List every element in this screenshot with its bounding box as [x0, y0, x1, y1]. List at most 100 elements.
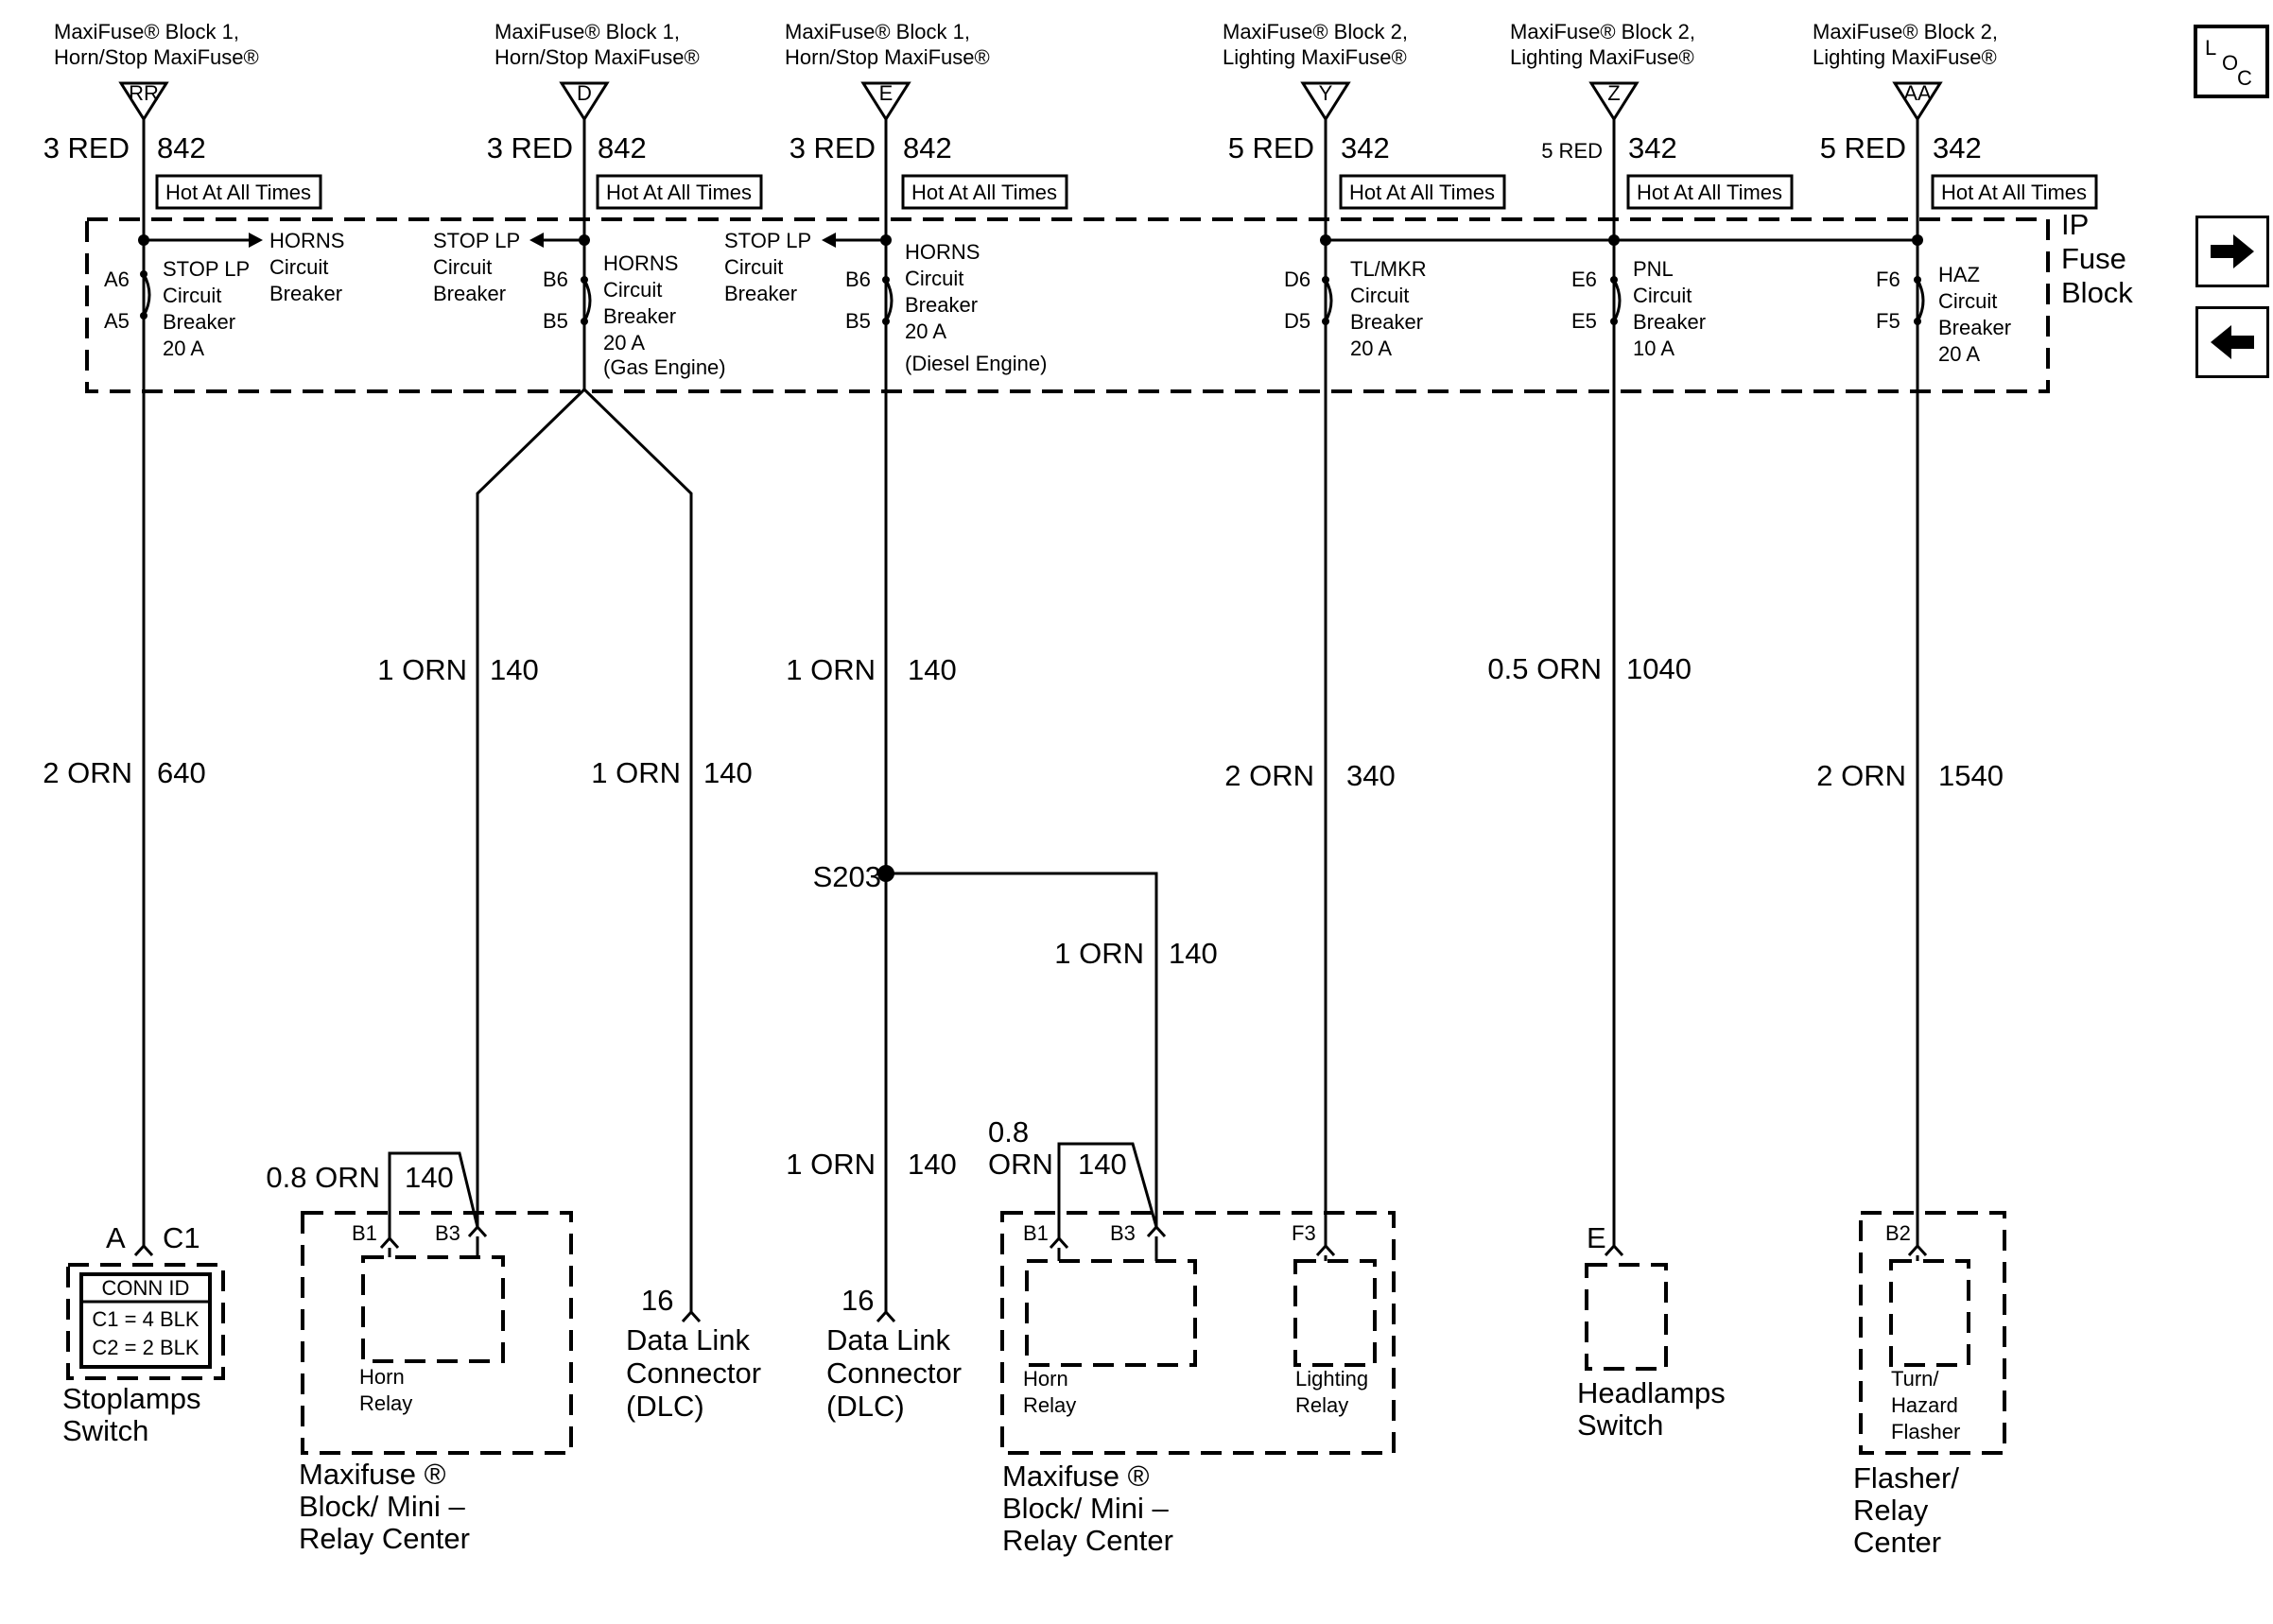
- horn-relay-outline: [1025, 1259, 1197, 1367]
- loc-box[interactable]: [2194, 25, 2269, 98]
- wire-d-branch-right: [582, 388, 693, 1312]
- connector-pin: [1907, 1243, 1928, 1257]
- wire-circuit: 842: [598, 131, 647, 164]
- wire-circuit: 140: [490, 653, 539, 686]
- arrow-left-icon: [2211, 325, 2254, 359]
- conn-id-row: C2 = 2 BLK: [92, 1336, 199, 1359]
- hot-at-all-times-label: Hot At All Times: [1941, 181, 2087, 204]
- circuit-breaker-symbol: [884, 279, 894, 322]
- pin-dot: [581, 318, 588, 325]
- cb-label: HAZ: [1938, 263, 1980, 286]
- arrow-right-icon: [2211, 234, 2254, 268]
- ref-label: STOP LP: [724, 229, 811, 252]
- cb-label: 10 A: [1633, 337, 1674, 360]
- connector-label: C1: [163, 1221, 200, 1254]
- terminal-label: Z: [1607, 81, 1620, 105]
- terminal-triangle: [860, 81, 911, 122]
- wire-gauge: 1 ORN: [786, 1148, 876, 1181]
- connector-pin: [681, 1309, 702, 1323]
- wire-circuit: 640: [157, 756, 206, 789]
- source-y: MaxiFuse® Block 2, Lighting MaxiFuse® Y …: [1223, 20, 1506, 210]
- pin-label: B5: [845, 309, 871, 333]
- fuse-block-outline: [85, 217, 2050, 393]
- wire-gauge: 0.8 ORN: [266, 1161, 380, 1194]
- pin-dot: [140, 270, 147, 278]
- connector-pin: [1049, 1235, 1069, 1250]
- relay-label: Lighting: [1295, 1367, 1368, 1391]
- pin-dot: [581, 276, 588, 284]
- source-d: MaxiFuse® Block 1, Horn/Stop MaxiFuse® D…: [487, 20, 763, 210]
- cb-label: Breaker: [603, 304, 676, 328]
- wire-gauge: 5 RED: [1228, 131, 1314, 164]
- wire-gauge: 5 RED: [1541, 139, 1603, 163]
- hot-at-all-times-label: Hot At All Times: [606, 181, 752, 204]
- wire-circuit: 842: [157, 131, 206, 164]
- cb-label: Circuit: [603, 278, 662, 302]
- cb-label: Circuit: [1938, 289, 1997, 313]
- stoplamps-switch: A C1 CONN ID C1 = 4 BLK C2 = 2 BLK Stopl…: [62, 1221, 225, 1447]
- wire-gauge: 3 RED: [789, 131, 876, 164]
- cb-label: (Gas Engine): [603, 355, 726, 379]
- arrow-to-stop-icon: [822, 233, 836, 248]
- wire-gauge: 5 RED: [1820, 131, 1906, 164]
- source-title: MaxiFuse® Block 2,: [1510, 20, 1695, 43]
- pin-label: E5: [1571, 309, 1597, 333]
- component-name: Relay Center: [1002, 1524, 1173, 1557]
- flasher-relay-center: B2 Turn/ Hazard Flasher Flasher/ Relay C…: [1853, 1211, 2006, 1559]
- component-name: Flasher/: [1853, 1461, 1959, 1494]
- cb-label: (Diesel Engine): [905, 352, 1047, 375]
- source-e: MaxiFuse® Block 1, Horn/Stop MaxiFuse® E…: [785, 20, 1068, 210]
- conn-id-row: C1 = 4 BLK: [92, 1307, 199, 1331]
- hot-at-all-times-label: Hot At All Times: [165, 181, 311, 204]
- fuse-block-label-1: IP: [2061, 208, 2089, 241]
- wire-circuit: 140: [703, 756, 753, 789]
- connector-pin: [133, 1243, 154, 1257]
- circuit-breaker-symbol: [1324, 279, 1333, 322]
- component-name: Block/ Mini –: [299, 1490, 465, 1523]
- flasher-label: Flasher: [1891, 1420, 1960, 1443]
- pin-label: F3: [1292, 1221, 1316, 1245]
- cb-label: Circuit: [163, 284, 221, 307]
- component-name: Switch: [62, 1414, 148, 1447]
- previous-page-button[interactable]: [2195, 306, 2269, 378]
- component-outline: [301, 1211, 573, 1455]
- conn-id-title: CONN ID: [102, 1276, 190, 1300]
- relay-center-1: B1 B3 Horn Relay Maxifuse ® Block/ Mini …: [299, 1211, 573, 1555]
- data-link-connector-1: 16 Data Link Connector (DLC): [626, 1284, 761, 1423]
- pin-dot: [882, 276, 890, 284]
- ref-label: Breaker: [724, 282, 797, 305]
- pin-dot: [1322, 276, 1329, 284]
- hot-at-all-times-box: [901, 174, 1068, 210]
- relay-label: Horn: [359, 1365, 405, 1389]
- pin-dot: [1610, 276, 1618, 284]
- flasher-label: Turn/: [1891, 1367, 1939, 1391]
- pin-dot: [1914, 276, 1921, 284]
- loc-button[interactable]: L O C: [2194, 25, 2269, 98]
- source-title: MaxiFuse® Block 1,: [785, 20, 970, 43]
- source-z: MaxiFuse® Block 2, Lighting MaxiFuse® 5 …: [1510, 20, 1794, 210]
- junction-dot: [880, 234, 892, 246]
- wire-gauge: 1 ORN: [1054, 937, 1144, 970]
- component-name: (DLC): [826, 1390, 905, 1423]
- source-title: MaxiFuse® Block 2,: [1223, 20, 1408, 43]
- pin-label: B6: [845, 268, 871, 291]
- cb-label: Circuit: [1633, 284, 1692, 307]
- terminal-label: RR: [129, 81, 159, 105]
- component-name: Switch: [1577, 1408, 1663, 1442]
- terminal-label: E: [879, 81, 894, 105]
- cb-label: Circuit: [1350, 284, 1409, 307]
- hot-at-all-times-box: [1931, 174, 2098, 210]
- pin-label: A6: [104, 268, 130, 291]
- ip-fuse-block: IP Fuse Block HORNS Circuit Breaker A6 A…: [85, 119, 2133, 1312]
- ref-label: HORNS: [269, 229, 344, 252]
- data-link-connector-2: 16 Data Link Connector (DLC): [826, 1284, 962, 1423]
- wire-gauge: 0.5 ORN: [1487, 652, 1602, 685]
- terminal-label: Y: [1319, 81, 1333, 105]
- cb-label: PNL: [1633, 257, 1674, 281]
- wire-circuit: 1040: [1626, 652, 1692, 685]
- source-subtitle: Lighting MaxiFuse®: [1510, 45, 1694, 69]
- ref-label: Circuit: [433, 255, 492, 279]
- source-rr: MaxiFuse® Block 1, Horn/Stop MaxiFuse® R…: [43, 20, 322, 210]
- next-page-button[interactable]: [2195, 216, 2269, 287]
